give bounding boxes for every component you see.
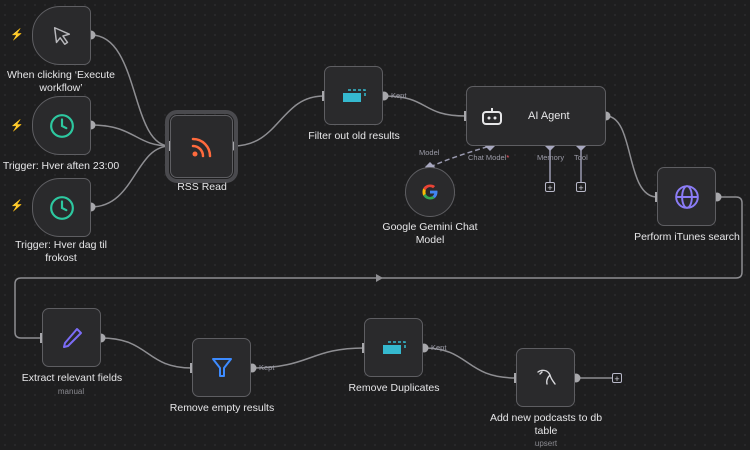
trigger-bolt-icon: ⚡ bbox=[10, 29, 24, 41]
wire bbox=[90, 145, 171, 208]
node-label: Remove Duplicates bbox=[348, 382, 440, 394]
node-add-podcasts[interactable] bbox=[516, 348, 575, 407]
node-label: AI Agent bbox=[528, 110, 570, 122]
add-tool-button[interactable]: + bbox=[576, 182, 586, 193]
wire bbox=[100, 337, 193, 369]
wire bbox=[383, 95, 467, 117]
rss-icon bbox=[191, 137, 211, 157]
wire bbox=[14, 196, 743, 339]
pencil-icon bbox=[62, 327, 82, 348]
model-wire bbox=[429, 145, 491, 168]
node-itunes[interactable] bbox=[657, 167, 716, 226]
wire bbox=[251, 347, 365, 369]
port-tool: Tool bbox=[574, 153, 588, 162]
node-label: Perform iTunes search bbox=[634, 231, 740, 243]
node-subtitle: manual bbox=[57, 387, 85, 396]
trigger-bolt-icon: ⚡ bbox=[10, 120, 24, 132]
output-label: Kept bbox=[259, 363, 275, 372]
port-chat-model: Chat Model* bbox=[468, 153, 509, 162]
output-label: Kept bbox=[391, 91, 407, 100]
cursor-icon bbox=[53, 26, 70, 45]
trigger-bolt-icon: ⚡ bbox=[10, 200, 24, 212]
output-label: Kept bbox=[431, 343, 447, 352]
node-extract[interactable] bbox=[42, 308, 101, 367]
wire bbox=[605, 115, 658, 198]
mysql-icon bbox=[536, 369, 556, 385]
node-trigger-evening[interactable] bbox=[32, 96, 91, 155]
node-remove-empty[interactable] bbox=[192, 338, 251, 397]
node-gemini[interactable] bbox=[405, 167, 455, 217]
wire bbox=[232, 95, 325, 147]
clock-icon bbox=[49, 113, 74, 138]
port-label: Chat Model bbox=[468, 153, 507, 162]
wire bbox=[90, 34, 171, 147]
robot-icon bbox=[482, 108, 502, 125]
globe-icon bbox=[674, 184, 699, 209]
node-manual-trigger[interactable] bbox=[32, 6, 91, 65]
node-label: When clicking ‘Execute workflow’ bbox=[7, 69, 115, 94]
node-filter-old[interactable] bbox=[324, 66, 383, 125]
filter-icon bbox=[211, 357, 232, 377]
node-label: RSS Read bbox=[177, 181, 227, 193]
required-mark: * bbox=[506, 153, 510, 162]
google-icon bbox=[422, 184, 438, 200]
node-ai-agent[interactable]: AI Agent bbox=[466, 86, 606, 146]
port-model: Model bbox=[419, 148, 440, 157]
wire bbox=[90, 124, 171, 147]
node-label: Extract relevant fields bbox=[21, 372, 123, 384]
wire bbox=[423, 347, 517, 379]
arrow-icon bbox=[376, 274, 383, 282]
clock-icon bbox=[49, 195, 74, 220]
node-trigger-lunch[interactable] bbox=[32, 178, 91, 237]
node-label: Trigger: Hver aften 23:00 bbox=[2, 160, 120, 172]
remove-duplicates-icon bbox=[342, 88, 366, 102]
node-label: Google Gemini Chat Model bbox=[382, 221, 478, 246]
node-rss-read[interactable] bbox=[165, 110, 238, 183]
remove-duplicates-icon bbox=[382, 340, 406, 354]
wire bbox=[549, 146, 582, 182]
node-label: Trigger: Hver dag til frokost bbox=[15, 239, 107, 264]
port-memory: Memory bbox=[537, 153, 565, 162]
node-label: Remove empty results bbox=[169, 402, 275, 414]
add-memory-button[interactable]: + bbox=[545, 182, 555, 193]
node-label: Add new podcasts to db table bbox=[489, 412, 603, 437]
node-label: Filter out old results bbox=[308, 130, 400, 142]
node-subtitle: upsert bbox=[534, 439, 558, 448]
add-node-button[interactable]: + bbox=[612, 373, 622, 384]
node-remove-duplicates[interactable] bbox=[364, 318, 423, 377]
